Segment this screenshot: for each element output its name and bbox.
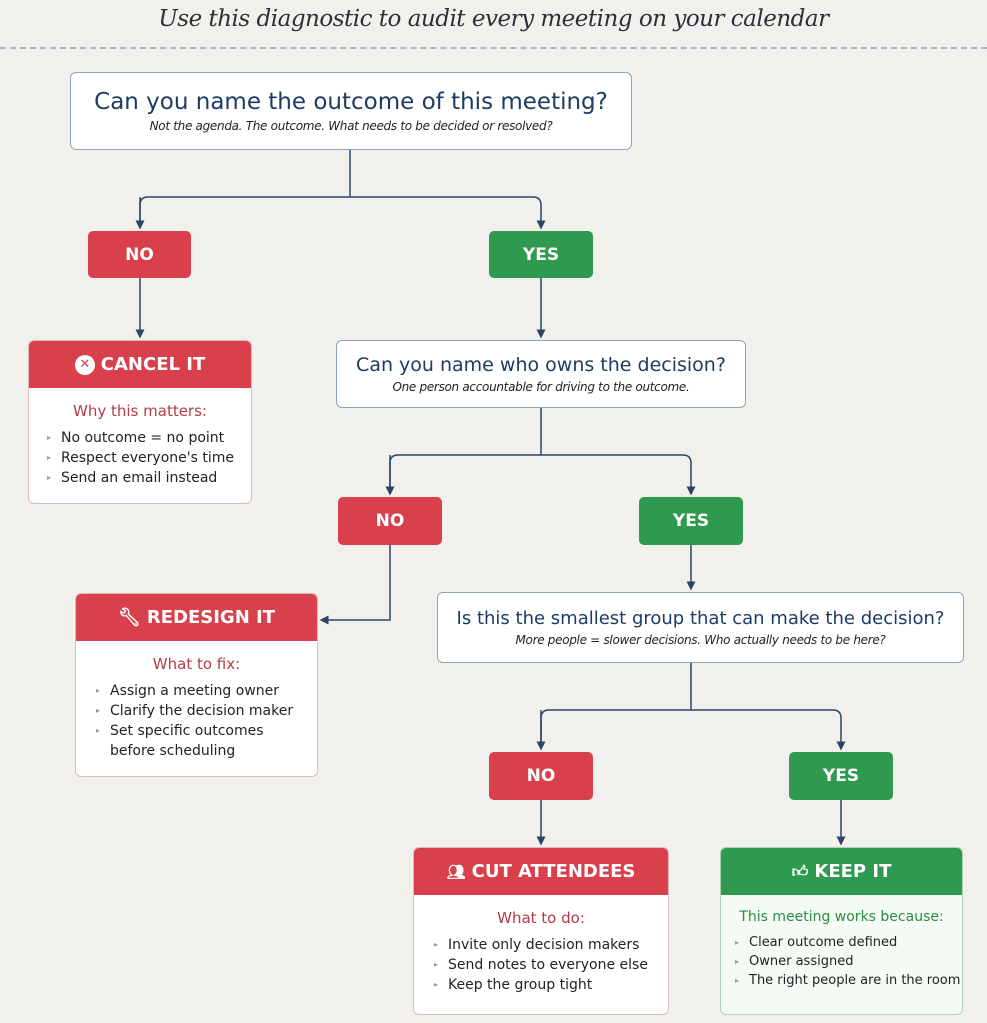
card-title: CUT ATTENDEES [471, 861, 636, 882]
question-title: Can you name the outcome of this meeting… [94, 89, 608, 115]
keep-it-card: 👍︎KEEP IT This meeting works because: Cl… [720, 847, 963, 1015]
question-group-size: Is this the smallest group that can make… [437, 592, 964, 663]
no-label: NO [338, 497, 442, 545]
connector [319, 545, 391, 625]
connector [139, 150, 541, 228]
question-subtitle: More people = slower decisions. Who actu… [515, 633, 886, 647]
card-title: REDESIGN IT [146, 607, 275, 628]
list-item: No outcome = no point [47, 428, 251, 448]
list-item: The right people are in the room [735, 971, 962, 990]
list-item: Respect everyone's time [47, 448, 251, 468]
list-item: Send an email instead [47, 468, 251, 488]
thumbs-up-icon: 👍︎ [791, 861, 809, 881]
list-item: Set specific outcomes before scheduling [96, 721, 307, 761]
yes-label: YES [639, 497, 743, 545]
card-subtitle: What to fix: [152, 655, 241, 673]
yes-label: YES [789, 752, 893, 800]
card-header: ✕CANCEL IT [29, 341, 251, 388]
list-item: Invite only decision makers [434, 935, 668, 955]
question-subtitle: Not the agenda. The outcome. What needs … [149, 119, 553, 133]
list-item: Clarify the decision maker [96, 701, 307, 721]
page-title: Use this diagnostic to audit every meeti… [158, 6, 829, 32]
question-owner: Can you name who owns the decision? One … [336, 340, 746, 408]
question-title: Can you name who owns the decision? [356, 354, 726, 376]
question-title: Is this the smallest group that can make… [456, 608, 945, 629]
list-item: Send notes to everyone else [434, 955, 668, 975]
question-subtitle: One person accountable for driving to th… [392, 380, 690, 394]
cut-attendees-card: 👥︎ CUT ATTENDEES What to do: Invite only … [413, 847, 669, 1015]
card-subtitle: What to do: [497, 909, 585, 927]
list-item: Owner assigned [735, 952, 962, 971]
cancel-x-icon: ✕ [74, 354, 95, 375]
list-item: Assign a meeting owner [96, 681, 307, 701]
connector [540, 663, 841, 749]
people-icon: 👥︎ [446, 862, 466, 881]
connector [389, 408, 691, 494]
list-item: Clear outcome defined [735, 933, 962, 952]
wrench-icon: 🔧︎ [118, 607, 141, 628]
card-subtitle: This meeting works because: [739, 909, 944, 925]
card-header: 👥︎ CUT ATTENDEES [414, 848, 668, 895]
list-item: Keep the group tight [434, 975, 668, 995]
cancel-it-card: ✕CANCEL IT Why this matters: No outcome … [28, 340, 252, 504]
question-outcome: Can you name the outcome of this meeting… [70, 72, 632, 150]
no-label: NO [489, 752, 593, 800]
yes-label: YES [489, 231, 593, 278]
divider [0, 47, 987, 49]
redesign-it-card: 🔧︎REDESIGN IT What to fix: Assign a meet… [75, 593, 318, 777]
card-header: 👍︎KEEP IT [721, 848, 962, 895]
card-header: 🔧︎REDESIGN IT [76, 594, 317, 641]
no-label: NO [88, 231, 191, 278]
card-subtitle: Why this matters: [73, 402, 207, 420]
card-title: CANCEL IT [100, 354, 206, 375]
card-title: KEEP IT [814, 861, 892, 882]
